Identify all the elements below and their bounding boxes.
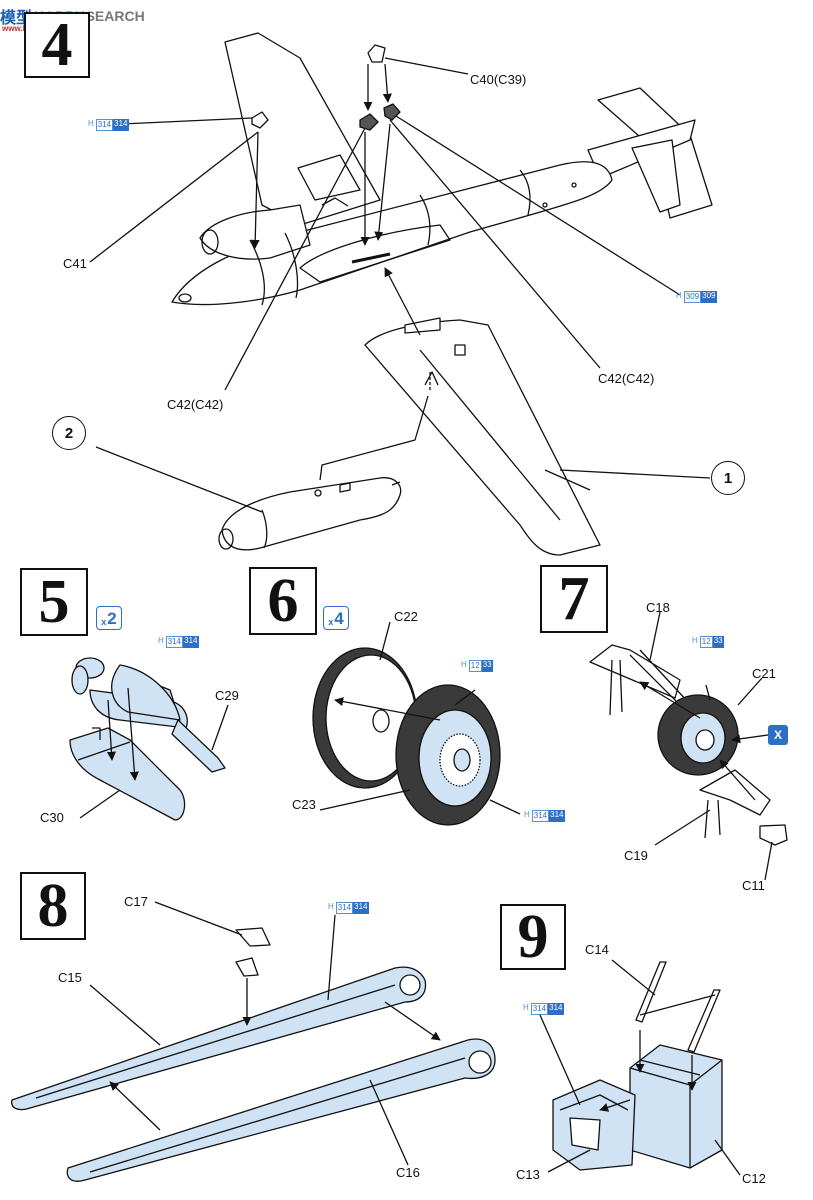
label-c11: C11 bbox=[742, 878, 765, 893]
callout-2: 2 bbox=[52, 416, 86, 450]
step6-wheels bbox=[312, 647, 501, 826]
label-c41: C41 bbox=[63, 256, 87, 271]
label-c14: C14 bbox=[585, 942, 609, 957]
step7-gear-leg bbox=[589, 644, 788, 846]
label-c29: C29 bbox=[215, 688, 239, 703]
step-number-5: 5 bbox=[20, 568, 88, 636]
label-c42-left: C42(C42) bbox=[167, 397, 224, 412]
aircraft-fuselage bbox=[171, 32, 713, 556]
label-c19: C19 bbox=[624, 848, 648, 863]
step-number-9: 9 bbox=[500, 904, 566, 970]
step8-rails bbox=[11, 927, 496, 1182]
callout-1: 1 bbox=[711, 461, 745, 495]
step-number-4: 4 bbox=[24, 12, 90, 78]
step5-parts bbox=[69, 657, 226, 821]
label-c30: C30 bbox=[40, 810, 64, 825]
label-c17: C17 bbox=[124, 894, 148, 909]
decal-icon: X bbox=[768, 725, 788, 745]
step-number-8: 8 bbox=[20, 872, 86, 940]
label-c23: C23 bbox=[292, 797, 316, 812]
label-c13: C13 bbox=[516, 1167, 540, 1182]
step9-parts bbox=[552, 961, 723, 1171]
label-c40: C40(C39) bbox=[470, 72, 527, 87]
label-c15: C15 bbox=[58, 970, 82, 985]
label-c18: C18 bbox=[646, 600, 670, 615]
label-c42-right: C42(C42) bbox=[598, 371, 655, 386]
label-c22: C22 bbox=[394, 609, 418, 624]
label-c12: C12 bbox=[742, 1171, 766, 1186]
step-number-7: 7 bbox=[540, 565, 608, 633]
label-c16: C16 bbox=[396, 1165, 420, 1180]
step-number-6: 6 bbox=[249, 567, 317, 635]
label-c21: C21 bbox=[752, 666, 776, 681]
